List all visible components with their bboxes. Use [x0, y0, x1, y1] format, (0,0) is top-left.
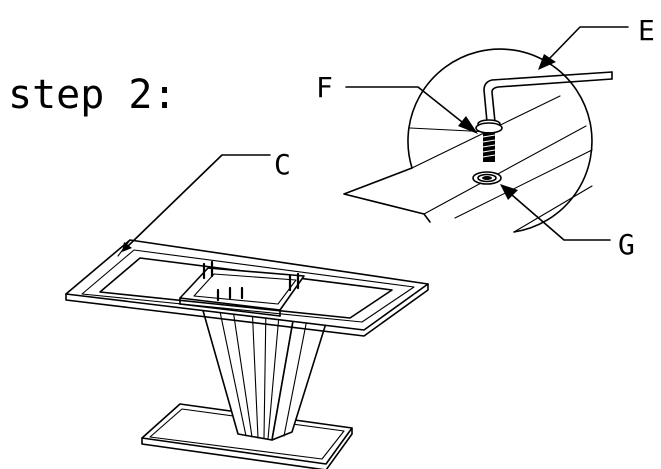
label-e: E	[638, 14, 655, 47]
bolt	[475, 119, 503, 162]
callout-g: G	[500, 184, 635, 261]
surface-plane	[343, 167, 431, 223]
table-assembly	[65, 239, 429, 469]
hole-insert	[472, 171, 502, 185]
label-c: C	[274, 148, 291, 181]
detail-view	[343, 48, 613, 233]
callout-e: E	[538, 14, 655, 70]
board-edge	[454, 149, 593, 219]
callout-c: C	[122, 148, 291, 252]
board-edge	[513, 185, 593, 233]
label-f: F	[316, 71, 333, 104]
detail-circle	[407, 48, 593, 233]
allen-key	[483, 71, 613, 123]
callout-f: F	[316, 71, 478, 134]
label-g: G	[618, 228, 635, 261]
board-edge	[423, 125, 587, 215]
bracket-bolts	[202, 260, 300, 302]
step-title: step 2:	[8, 72, 177, 118]
pedestal	[199, 299, 333, 441]
board-edge	[409, 127, 491, 133]
